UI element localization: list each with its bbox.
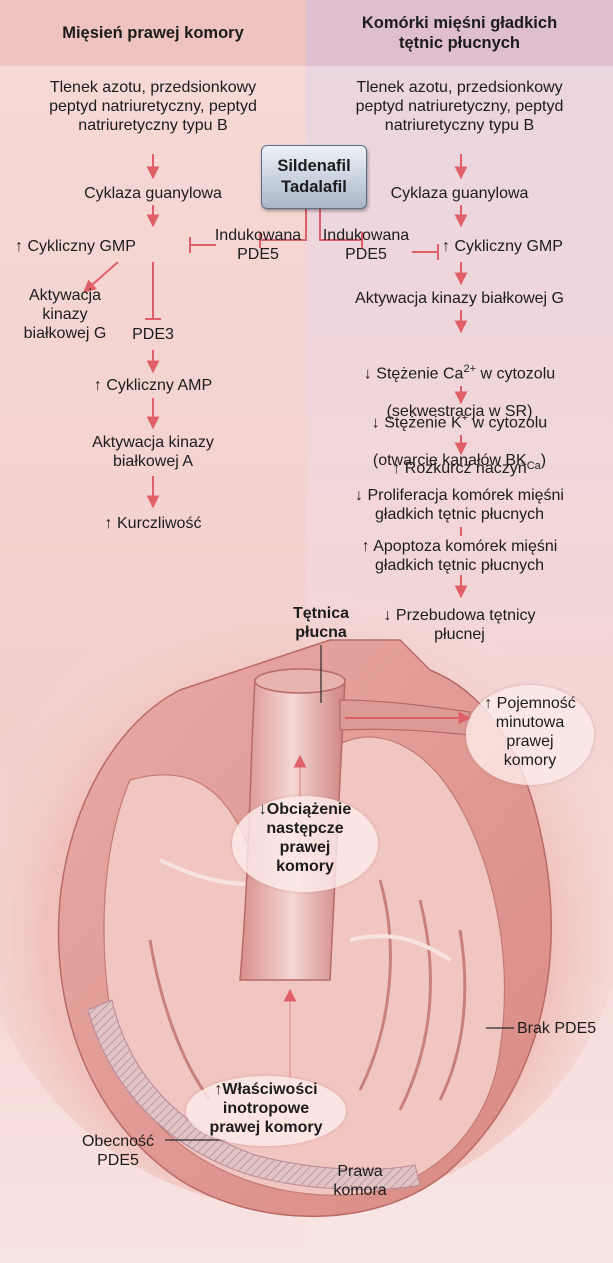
right-pkg-activation: Aktywacja kinazy białkowej G xyxy=(306,289,613,308)
right-guanylate-cyclase: Cyklaza guanylowa xyxy=(306,184,613,203)
right-calcium-text-2: w cytozolu xyxy=(476,365,555,382)
right-mediators: Tlenek azotu, przedsionkowy peptyd natri… xyxy=(306,78,613,135)
left-camp: ↑ Cykliczny AMP xyxy=(0,376,306,395)
right-potassium-text-2: w cytozolu xyxy=(468,414,547,431)
left-cgmp: ↑ Cykliczny GMP xyxy=(15,237,136,256)
left-mediators: Tlenek azotu, przedsionkowy peptyd natri… xyxy=(0,78,306,135)
label-pde5-present: Obecność PDE5 xyxy=(70,1132,166,1170)
right-apoptosis: ↑ Apoptoza komórek mięśni gładkich tętni… xyxy=(306,537,613,575)
left-pde3: PDE3 xyxy=(0,325,306,344)
right-proliferation: ↓ Proliferacja komórek mięśni gładkich t… xyxy=(306,486,613,524)
drug-sildenafil: Sildenafil xyxy=(277,156,350,177)
right-calcium-text: ↓ Stężenie Ca xyxy=(364,365,464,382)
left-pka-activation: Aktywacja kinazy białkowej A xyxy=(0,433,306,471)
label-right-ventricle: Prawa komora xyxy=(315,1162,405,1200)
label-afterload: ↓Obciążenie następcze prawej komory xyxy=(232,800,378,876)
left-induced-pde5: Indukowana PDE5 xyxy=(208,226,308,264)
right-cgmp: ↑ Cykliczny GMP xyxy=(442,237,563,256)
label-inotropic: ↑Właściwości inotropowe prawej komory xyxy=(186,1080,346,1137)
label-pulmonary-artery: Tętnica płucna xyxy=(261,604,381,642)
right-induced-pde5: Indukowana PDE5 xyxy=(316,226,416,264)
label-no-pde5: Brak PDE5 xyxy=(517,1019,596,1038)
label-cardiac-output: ↑ Pojemność minutowa prawej komory xyxy=(466,694,594,770)
right-calcium-sup: 2+ xyxy=(463,363,476,375)
left-contractility: ↑ Kurczliwość xyxy=(0,514,306,533)
right-potassium-text: ↓ Stężenie K xyxy=(372,414,462,431)
right-vasodilation: ↑ Rozkurcz naczyń xyxy=(306,459,613,478)
